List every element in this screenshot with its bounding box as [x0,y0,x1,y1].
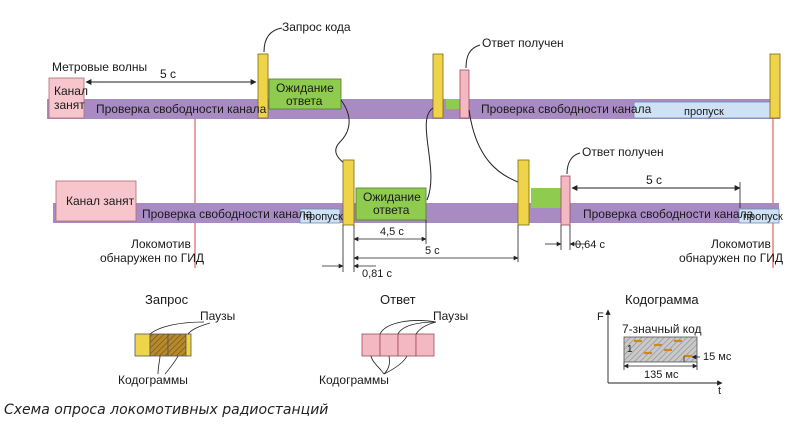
request-title: Запрос [145,292,189,307]
code-label: 7-значный код [622,322,702,336]
request-code-2 [167,333,187,357]
dim-start-label: 0,81 с [362,268,392,280]
legend-request: Запрос Паузы Кодограммы [118,292,235,387]
bottom-check-2: Проверка свободности канала [583,207,754,221]
top-busy-line2: занят [54,98,85,112]
codegram-title: Кодограмма [625,292,699,307]
request-leader [263,27,283,53]
bottom-pass-2-label: пропуск [743,211,783,223]
bottom-busy-block [55,180,137,222]
band-label: Метровые волны [52,60,147,74]
bottom-wait-line2: ответа [373,203,410,217]
answer-code-3 [397,333,417,357]
top-channel-bar [47,99,780,119]
top-pulse-2 [432,53,444,119]
dur-total-label: 135 мс [644,369,679,381]
top-answer-label: Ответ получен [482,36,564,50]
bottom-interval-label: 5 с [646,173,662,187]
top-check-2: Проверка свободности канала [481,102,652,116]
figure-caption: Схема опроса локомотивных радиостанций [4,402,329,418]
top-wait-tail [446,99,460,109]
loco-right-line1: Локомотив [711,237,771,251]
top-timeline: Метровые волны Канал занят 5 с Проверка … [47,20,781,119]
bottom-busy-label: Канал занят [66,194,135,208]
bottom-pulse-2 [517,159,530,226]
code-digit: 1 [627,344,633,355]
bottom-check-1: Проверка свободности канала [142,207,313,221]
dim-answer-label: 0,64 с [575,239,605,251]
bottom-pass-1 [299,208,341,224]
request-label: Запрос кода [282,20,351,34]
dur-bit-label: 15 мс [703,351,732,363]
loco-left-line1: Локомотив [131,237,191,251]
loco-right-line2: обнаружен по ГИД [679,251,783,265]
top-pass-label: пропуск [684,106,724,118]
legend-codegram: Кодограмма F t 7-значный код 1 135 мс 15… [597,292,732,397]
dimensions [322,220,586,272]
loco-left-line2: обнаружен по ГИД [100,251,204,265]
axis-t-label: t [718,385,721,397]
top-request-pulse [257,53,269,119]
bottom-answer-label: Ответ получен [582,145,664,159]
dim-cycle-label: 5 с [425,245,440,257]
request-pause-2 [185,333,192,357]
answer-pauses-label: Паузы [433,309,468,323]
answer-title: Ответ [380,292,416,307]
bottom-answer-pulse [560,175,571,226]
top-wait-block [268,78,342,110]
request-codes-label: Кодограммы [118,373,188,387]
top-check-1: Проверка свободности канала [96,102,267,116]
answer-code-2 [379,333,399,357]
top-answer-leader [465,44,481,69]
top-interval-label: 5 с [160,67,176,81]
dim-wait-label: 4,5 с [380,226,404,238]
answer-code-4 [415,333,435,357]
top-end-pulse [769,53,781,119]
top-busy-block [48,77,85,119]
request-code-1 [149,333,169,357]
answer-codes-label: Кодограммы [319,373,389,387]
top-busy-line1: Канал [54,84,88,98]
axis-f-label: F [597,311,604,323]
bottom-answer-leader [566,152,581,175]
request-pauses-label: Паузы [200,309,235,323]
bottom-pass-1-label: пропуск [303,211,343,223]
bottom-pass-2 [738,208,780,224]
curve-up [425,107,434,201]
curve-answer-down [468,109,519,183]
bottom-timeline: Канал занят Проверка свободности канала … [53,145,783,265]
curve-wait-down [335,99,350,166]
top-wait-line2: ответа [286,94,323,108]
top-wait-line1: Ожидание [276,81,334,95]
answer-code-1 [361,333,381,357]
request-pause-1 [134,333,151,357]
bottom-wait-tail [531,188,561,208]
legend-answer: Ответ Паузы Кодограммы [319,292,468,387]
top-answer-pulse [459,69,470,119]
bottom-wait-block [355,187,427,221]
code-bits [634,339,692,358]
bottom-wait-line1: Ожидание [363,190,421,204]
bottom-request-pulse [342,159,355,226]
